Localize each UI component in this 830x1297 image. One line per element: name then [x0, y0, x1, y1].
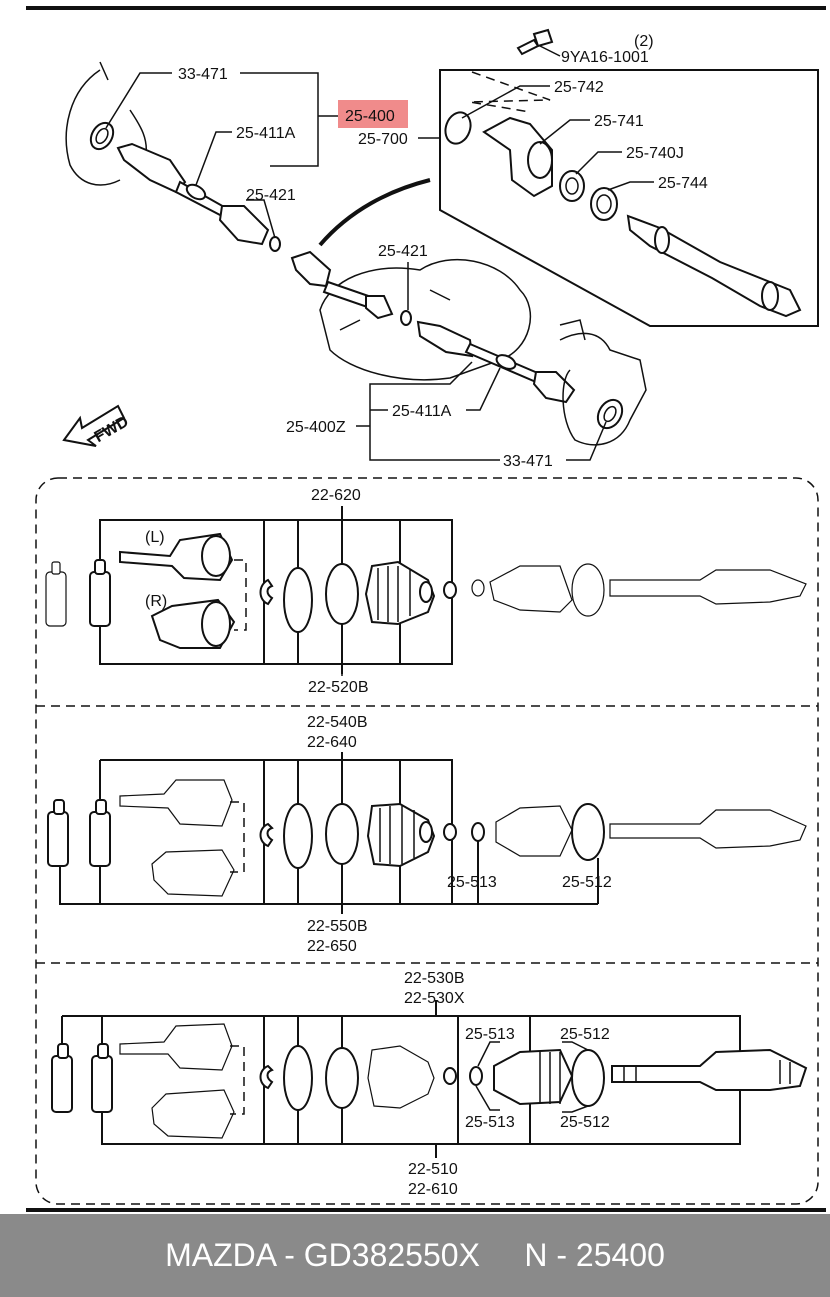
footer-bar: MAZDA - GD382550X N - 25400	[0, 1214, 830, 1297]
bottom-rule	[26, 1208, 826, 1212]
label-25-512-v3-top: 25-512	[560, 1026, 610, 1043]
top-rule	[26, 6, 826, 10]
right-hub-sketch	[559, 319, 647, 446]
label-25-741: 25-741	[594, 113, 644, 130]
leader-25-400z-bracket	[356, 361, 500, 461]
leader-25-421-a	[246, 199, 276, 239]
left-clip-25-421	[269, 236, 281, 252]
left-inner-boot	[218, 205, 270, 246]
label-25-400z: 25-400Z	[286, 419, 346, 436]
label-25-421-a: 25-421	[246, 187, 296, 204]
inset-shaft-flange-2	[761, 281, 779, 311]
label-22-620: 22-620	[311, 487, 361, 504]
label-22-530b: 22-530B	[404, 970, 465, 987]
label-25-400: 25-400	[345, 108, 395, 125]
leader-33-471-a	[105, 72, 172, 129]
footer-spacer	[480, 1237, 524, 1274]
variant-2	[47, 752, 807, 914]
leader-33-471-b	[566, 421, 607, 461]
label-22-520b: 22-520B	[308, 679, 369, 696]
left-seal-33-471	[89, 121, 115, 151]
label-9ya16-1001: 9YA16-1001	[561, 49, 649, 66]
right-outer-boot	[532, 371, 576, 404]
label-25-513-v3-bot: 25-513	[465, 1114, 515, 1131]
bolt-9YA16-1001	[516, 28, 554, 56]
right-shaft-ring	[495, 354, 517, 370]
inset-dash-1	[469, 71, 551, 113]
part-25-740J-inner	[565, 177, 579, 195]
right-inner-joint	[416, 320, 474, 358]
label-L: (L)	[145, 529, 165, 546]
label-25-700: 25-700	[358, 131, 408, 148]
left-shaft-ring	[185, 183, 207, 201]
leader-25-400-bracket	[240, 72, 338, 167]
leader-bolt	[539, 45, 561, 57]
variants-frame	[35, 477, 819, 1205]
center-joint	[365, 295, 394, 320]
transaxle-outline	[319, 258, 532, 381]
label-22-650: 22-650	[307, 938, 357, 955]
transaxle-thick-arc	[318, 178, 431, 247]
leader-25-741	[539, 119, 590, 145]
label-22-610: 22-610	[408, 1181, 458, 1198]
left-seal-inner	[95, 127, 109, 145]
footer-part-number: MAZDA - GD382550X	[165, 1237, 480, 1273]
label-33-471-a: 33-471	[178, 66, 228, 83]
leader-25-411a-a	[195, 131, 232, 186]
label-25-512-v2: 25-512	[562, 874, 612, 891]
part-25-744	[590, 187, 618, 221]
part-25-744-inner	[596, 194, 612, 214]
part-25-741-bore	[527, 141, 553, 179]
inset-shaft-flange-1	[654, 226, 670, 254]
right-seal-33-471	[596, 398, 624, 430]
part-25-740J	[559, 170, 585, 202]
label-25-744: 25-744	[658, 175, 708, 192]
label-25-742: 25-742	[554, 79, 604, 96]
label-22-640: 22-640	[307, 734, 357, 751]
label-25-740j: 25-740J	[626, 145, 684, 162]
leader-25-744	[607, 181, 654, 191]
label-22-530x: 22-530X	[404, 990, 465, 1007]
variant-3	[51, 1000, 808, 1158]
label-22-550b: 22-550B	[307, 918, 368, 935]
label-qty-2: (2)	[634, 33, 654, 50]
label-25-513-v2: 25-513	[447, 874, 497, 891]
label-25-513-v3-top: 25-513	[465, 1026, 515, 1043]
center-clip-25-421	[400, 310, 412, 326]
part-25-742	[444, 111, 472, 145]
leader-25-742	[461, 85, 550, 119]
leader-25-740J	[575, 151, 622, 175]
highlight-25-400	[338, 100, 408, 128]
label-25-421-b: 25-421	[378, 243, 428, 260]
fwd-arrow	[62, 404, 126, 447]
footer-diagram-number: N - 25400	[524, 1237, 665, 1273]
label-22-510: 22-510	[408, 1161, 458, 1178]
label-22-540b: 22-540B	[307, 714, 368, 731]
label-25-411a-b: 25-411A	[392, 403, 452, 420]
leader-25-411a-b	[466, 367, 501, 411]
label-33-471-b: 33-471	[503, 453, 553, 470]
center-bracket	[290, 250, 332, 288]
left-outer-joint	[116, 142, 187, 194]
right-seal-inner	[603, 405, 617, 423]
variant-1	[45, 506, 807, 676]
label-R: (R)	[145, 593, 167, 610]
label-25-411a-a: 25-411A	[236, 125, 296, 142]
inset-box	[439, 69, 819, 327]
label-25-512-v3-bot: 25-512	[560, 1114, 610, 1131]
inset-shaft	[626, 214, 802, 318]
